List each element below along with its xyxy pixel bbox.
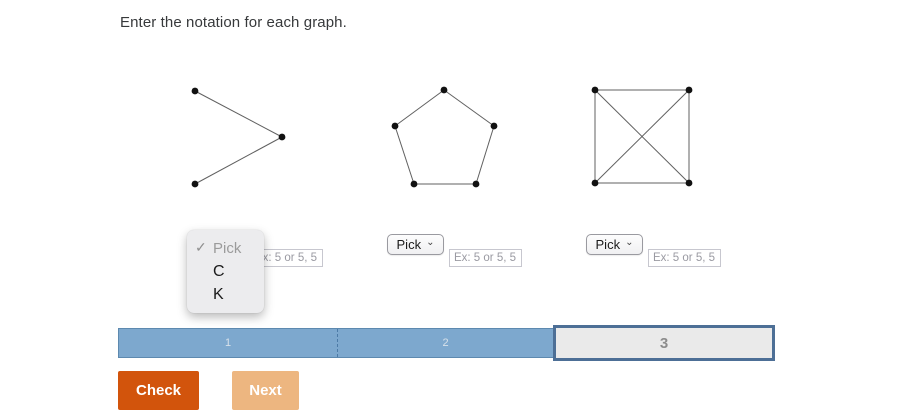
menu-item-pick[interactable]: ✓ Pick [187,237,264,260]
notation-select-2[interactable]: Pick ⌄ [387,234,444,255]
progress-segment-1[interactable]: 1 [119,329,338,357]
graph-vertex [191,87,199,95]
graph-2-pentagon-cycle-graph [391,86,498,188]
notation-input-2[interactable] [449,249,522,267]
progress-bar: 1 2 [118,328,553,358]
graph-1-path-graph-3-vertices [191,87,286,188]
page-title: Enter the notation for each graph. [120,14,347,31]
graph-vertex [410,180,418,188]
graph-vertex [591,179,599,187]
checkmark-icon: ✓ [195,239,207,255]
progress-segment-3-current[interactable]: 3 [553,325,775,361]
graph-vertex [472,180,480,188]
menu-item-k[interactable]: K [187,283,264,306]
graph-3-complete-graph-k4 [591,86,693,187]
menu-item-c[interactable]: C [187,260,264,283]
graph-vertex [391,122,399,130]
select-value: Pick [396,237,422,252]
notation-select-1-menu: ✓ Pick C K [187,230,264,313]
notation-input-1[interactable] [250,249,323,267]
notation-input-3[interactable] [648,249,721,267]
chevron-down-icon: ⌄ [426,237,435,248]
next-button[interactable]: Next [232,371,299,410]
menu-item-label: K [213,285,224,303]
graph-vertex [685,179,693,187]
graph-vertex [685,86,693,94]
menu-item-label: Pick [213,240,242,257]
select-value: Pick [595,237,621,252]
chevron-down-icon: ⌄ [625,237,634,248]
graph-vertex [490,122,498,130]
check-button[interactable]: Check [118,371,199,410]
graph-vertex [191,180,199,188]
menu-item-label: C [213,262,225,280]
notation-select-3[interactable]: Pick ⌄ [586,234,643,255]
progress-segment-2[interactable]: 2 [442,337,449,349]
graph-vertex [278,133,286,141]
graph-vertex [440,86,448,94]
graph-vertex [591,86,599,94]
